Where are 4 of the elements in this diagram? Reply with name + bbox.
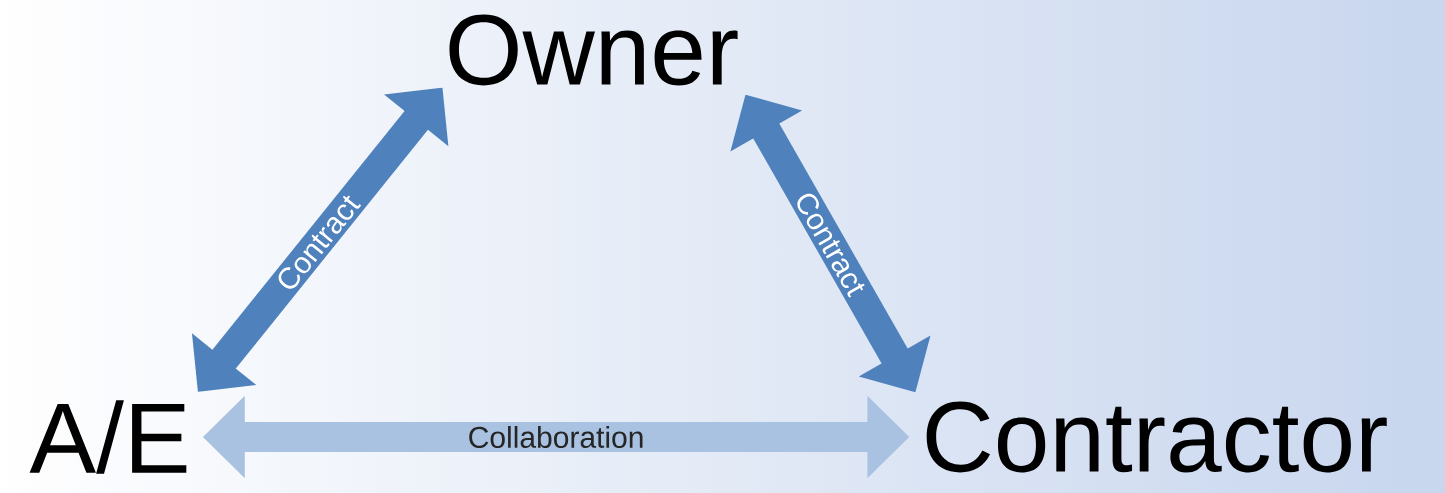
edge-label: Collaboration [469, 426, 643, 449]
node-label: Contractor [926, 401, 1387, 473]
node-label: A/E [29, 400, 187, 474]
node-label: Owner [449, 14, 738, 86]
